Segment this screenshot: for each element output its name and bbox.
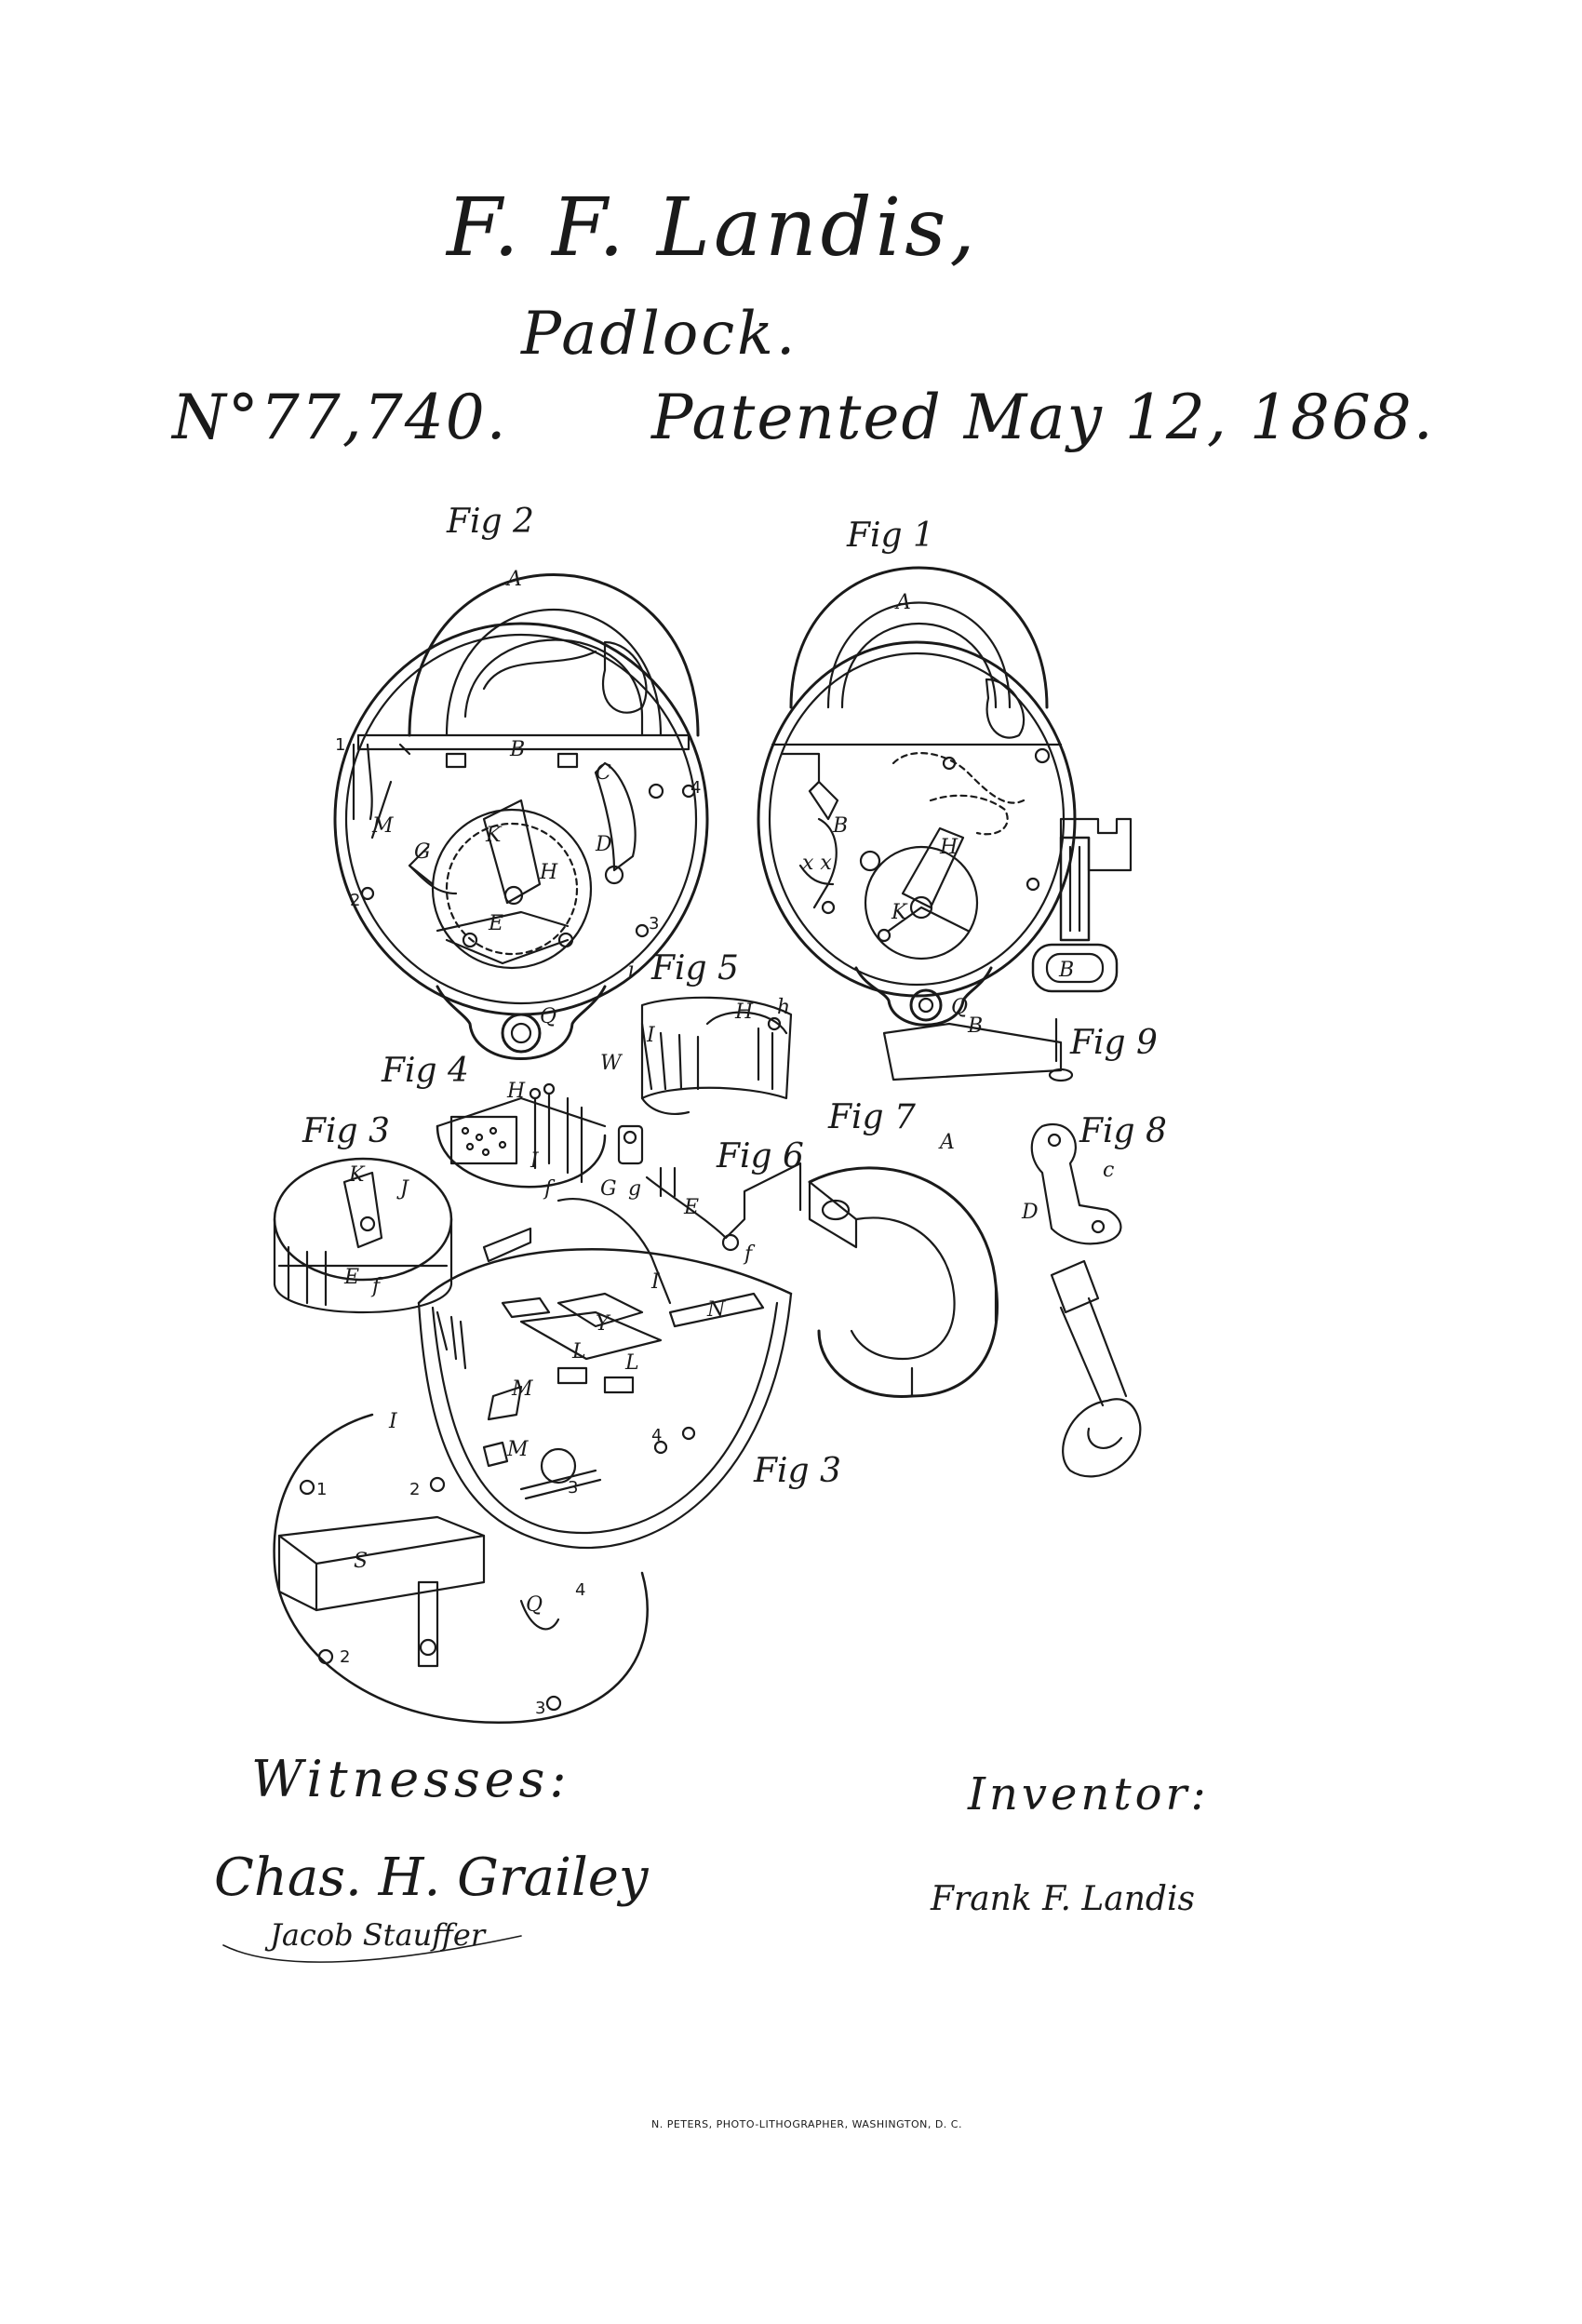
fig3-exploded-label: Fig 3 xyxy=(754,1452,841,1490)
part-label-xx-fig1: x x xyxy=(802,852,832,875)
patent-title: Padlock. xyxy=(521,300,798,369)
fig7-shackle-drawing xyxy=(810,1168,998,1397)
ref-number-1-fig2: 1 xyxy=(335,735,346,755)
witness-2-signature: Jacob Stauffer xyxy=(270,1917,486,1953)
part-label-i-fig4: I xyxy=(530,1149,539,1173)
ref-number-1-plate: 1 xyxy=(316,1480,328,1499)
fig4-label: Fig 4 xyxy=(382,1052,469,1090)
part-label-h-fig5: H xyxy=(735,1001,754,1024)
part-label-w-fig5: W xyxy=(600,1052,622,1075)
part-label-f-fig6: f xyxy=(744,1243,753,1266)
part-label-s-plate: S xyxy=(354,1550,369,1573)
fig8-drawing xyxy=(1032,1124,1121,1243)
part-label-e-fig6: E xyxy=(684,1196,700,1219)
part-label-e-fig2: E xyxy=(489,912,504,935)
part-label-e-fig3: E xyxy=(344,1266,360,1289)
part-label-d-fig2: D xyxy=(596,833,612,856)
fig1-label: Fig 1 xyxy=(847,517,934,555)
part-label-k-fig3: K xyxy=(349,1163,365,1187)
fig7-label: Fig 7 xyxy=(828,1098,916,1136)
fig5-drawing xyxy=(642,998,791,1114)
ref-number-3-case: 3 xyxy=(568,1478,579,1498)
second-key-drawing xyxy=(1052,1261,1140,1476)
ref-number-4-plate: 4 xyxy=(575,1580,586,1600)
back-plate-drawing xyxy=(275,1415,648,1723)
part-label-a-fig2: A xyxy=(507,568,522,591)
ref-number-4-case: 4 xyxy=(651,1426,663,1445)
part-label-c-fig2: C xyxy=(596,761,611,785)
part-label-f-fig4: f xyxy=(544,1177,553,1201)
part-label-j-fig3: J xyxy=(400,1177,409,1201)
part-label-i-fig3x: I xyxy=(651,1270,660,1294)
fig4-drawing xyxy=(437,1084,605,1187)
part-label-b-fig9: B xyxy=(968,1014,984,1038)
fig2-label: Fig 2 xyxy=(447,503,534,541)
part-label-g-fig2: G xyxy=(414,840,431,864)
part-label-a-fig1: A xyxy=(896,591,911,614)
fig3-drum-drawing xyxy=(275,1159,451,1312)
part-label-m-fig3x: M xyxy=(512,1377,533,1401)
part-label-k-fig2: K xyxy=(486,824,502,847)
witness-1-signature: Chas. H. Grailey xyxy=(214,1847,649,1908)
part-label-i-small-fig5: i xyxy=(628,959,636,982)
part-label-h-fig4: H xyxy=(507,1080,526,1103)
fig5-label: Fig 5 xyxy=(651,949,739,987)
signature-flourish xyxy=(223,1936,521,1962)
inventor-label: Inventor: xyxy=(968,1768,1210,1820)
part-label-h-fig1: H xyxy=(940,836,959,859)
part-label-ii-plate: I xyxy=(389,1410,397,1433)
ref-number-3-fig2: 3 xyxy=(649,914,660,934)
part-label-m2-fig3x: M xyxy=(507,1438,529,1461)
inventor-signature: Frank F. Landis xyxy=(931,1880,1195,1918)
part-label-n-fig3x: N xyxy=(707,1298,726,1322)
ref-number-3-plate: 3 xyxy=(535,1699,546,1718)
patent-date: Patented May 12, 1868. xyxy=(651,382,1435,453)
fig6-label: Fig 6 xyxy=(717,1137,804,1175)
part-label-a-fig7: A xyxy=(940,1131,955,1154)
part-label-b-key: B xyxy=(1059,959,1075,982)
part-label-l2-fig3x: L xyxy=(625,1351,639,1375)
part-label-y-fig3x: Y xyxy=(596,1312,610,1336)
part-label-g-fig6: G xyxy=(600,1177,617,1201)
ref-number-2-plate: 2 xyxy=(409,1480,421,1499)
part-label-h-fig2: H xyxy=(540,861,558,884)
fig3-exploded-drawing xyxy=(419,1199,791,1548)
part-label-i-fig5: I xyxy=(647,1024,655,1047)
fig9-label: Fig 9 xyxy=(1070,1024,1158,1062)
part-label-h-small-fig5: h xyxy=(777,996,791,1019)
part-label-k-fig1: K xyxy=(892,901,907,924)
part-label-q-fig1: Q xyxy=(951,996,969,1019)
fig8-label: Fig 8 xyxy=(1079,1112,1167,1150)
fig1-padlock-drawing xyxy=(758,568,1131,1025)
patent-number: N°77,740. xyxy=(172,382,508,453)
part-label-d-fig8: D xyxy=(1022,1201,1039,1224)
part-label-c-fig8: c xyxy=(1103,1159,1115,1182)
inventor-name-heading: F. F. Landis, xyxy=(447,181,979,275)
ref-number-2-fig2: 2 xyxy=(350,891,361,910)
ref-number-2b-plate: 2 xyxy=(340,1647,351,1667)
lithographer-credit: N. PETERS, PHOTO-LITHOGRAPHER, WASHINGTO… xyxy=(651,2118,962,2130)
fig3-label: Fig 3 xyxy=(302,1112,390,1150)
part-label-m-fig2: M xyxy=(372,814,394,838)
fig6-drawing xyxy=(619,1126,800,1250)
part-label-b-fig2: B xyxy=(510,738,526,761)
part-label-g-small-fig6: g xyxy=(628,1177,642,1201)
part-label-b-fig1: B xyxy=(833,814,849,838)
part-label-q-fig2: Q xyxy=(540,1005,557,1028)
part-label-l-fig3x: L xyxy=(572,1340,586,1364)
fig9-drawing xyxy=(884,1019,1072,1081)
witnesses-label: Witnesses: xyxy=(251,1750,571,1808)
part-label-f-fig3: f xyxy=(372,1275,381,1298)
part-label-q-plate: Q xyxy=(526,1593,543,1617)
ref-number-4-fig2: 4 xyxy=(690,778,702,798)
fig2-padlock-drawing xyxy=(335,575,707,1059)
